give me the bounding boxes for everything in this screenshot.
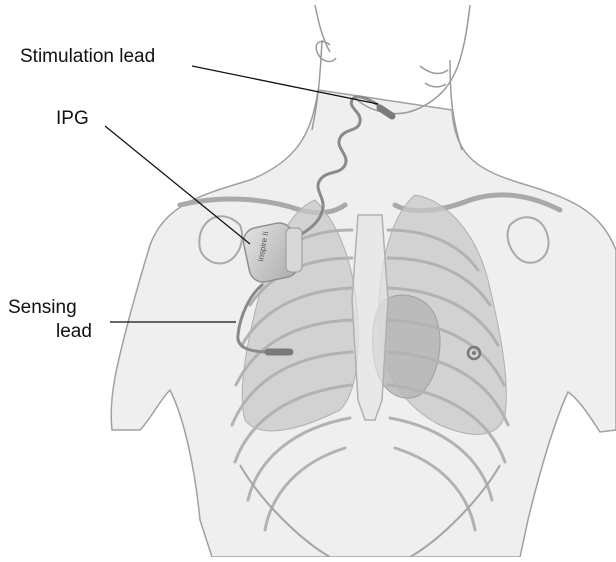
mouth-outline: [420, 66, 448, 87]
label-stimulation-lead: Stimulation lead: [20, 46, 155, 68]
label-sensing-lead-line1: Sensing: [8, 297, 77, 319]
label-ipg: IPG: [56, 108, 89, 130]
sternum: [352, 215, 388, 420]
sensing-electrode-dot: [472, 351, 476, 355]
label-sensing-lead-line2: lead: [56, 321, 92, 343]
pointer-stimulation-lead: [192, 66, 378, 104]
